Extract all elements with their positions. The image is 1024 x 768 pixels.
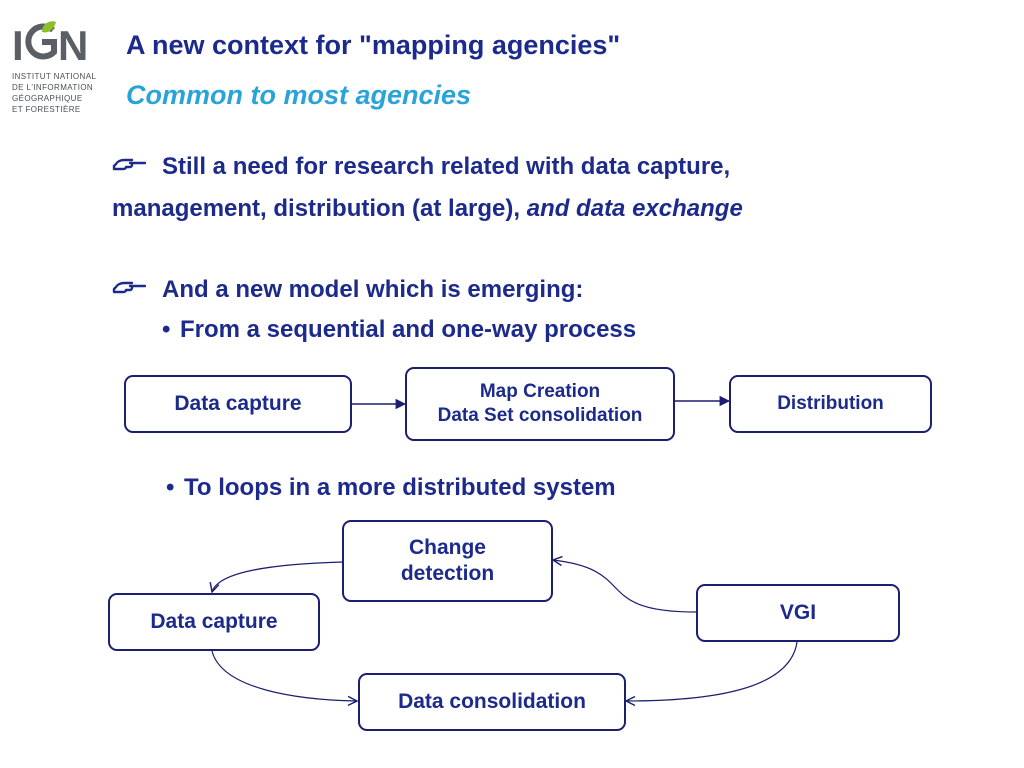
bullet-dot: • xyxy=(162,316,171,343)
arrow-vgi-to-consolidation xyxy=(626,641,798,701)
arrow-capture-to-consolidation xyxy=(211,650,357,701)
logo-subtitle-line: ET FORESTIÈRE xyxy=(12,105,81,114)
ign-logo-mark: I N xyxy=(12,21,88,68)
sub-bullet-loops: • To loops in a more distributed system xyxy=(166,474,616,502)
sub-bullet-loops-text: To loops in a more distributed system xyxy=(184,474,616,501)
bullet-research-emphasis: and data exchange xyxy=(526,195,743,222)
bullet-model-text: And a new model which is emerging: xyxy=(162,276,584,303)
logo-subtitle: INSTITUT NATIONAL DE L'INFORMATION GÉOGR… xyxy=(12,71,112,115)
svg-text:I: I xyxy=(12,22,24,68)
box-label-line2: Data Set consolidation xyxy=(437,405,643,426)
box-vgi: VGI xyxy=(696,584,900,642)
bullet-research-continuation: management, distribution (at large), and… xyxy=(112,195,743,223)
sub-bullet-sequential-text: From a sequential and one-way process xyxy=(180,316,637,343)
box-data-capture-sequential: Data capture xyxy=(124,375,352,433)
arrow-change-to-capture xyxy=(212,561,344,592)
box-map-creation: Map Creation Data Set consolidation xyxy=(405,367,675,441)
slide-title: A new context for "mapping agencies" xyxy=(126,30,621,60)
arrow-vgi-to-change xyxy=(553,560,698,613)
box-data-consolidation: Data consolidation xyxy=(358,673,626,731)
box-label-line2: detection xyxy=(400,562,495,585)
box-label: Data capture xyxy=(174,391,302,415)
box-label: VGI xyxy=(779,600,817,624)
logo-subtitle-line: DE L'INFORMATION xyxy=(12,83,94,92)
svg-text:N: N xyxy=(58,22,88,68)
box-distribution: Distribution xyxy=(729,375,932,433)
sub-bullet-sequential: • From a sequential and one-way process xyxy=(162,316,636,344)
pointing-hand-icon xyxy=(112,158,146,171)
box-label: Data consolidation xyxy=(398,689,586,713)
bullet-research-line1: Still a need for research related with d… xyxy=(162,153,731,180)
box-data-capture-loop: Data capture xyxy=(108,593,320,651)
pointing-hand-icon xyxy=(112,281,146,294)
logo-subtitle-line: GÉOGRAPHIQUE xyxy=(12,94,83,103)
bullet-research-line2: management, distribution (at large), xyxy=(112,195,527,222)
box-label-line1: Map Creation xyxy=(479,381,601,403)
logo-subtitle-line: INSTITUT NATIONAL xyxy=(12,72,97,81)
box-label-line1: Change xyxy=(408,535,486,559)
bullet-model: And a new model which is emerging: xyxy=(112,276,583,304)
bullet-dot: • xyxy=(166,474,175,501)
box-change-detection: Change detection xyxy=(342,520,553,602)
box-label: Distribution xyxy=(777,393,884,415)
box-label: Data capture xyxy=(150,609,278,633)
bullet-research: Still a need for research related with d… xyxy=(112,153,730,181)
slide-subtitle: Common to most agencies xyxy=(126,80,472,110)
ign-logo: I N INSTITUT NATIONAL DE L'INFORMATION G… xyxy=(12,18,112,115)
